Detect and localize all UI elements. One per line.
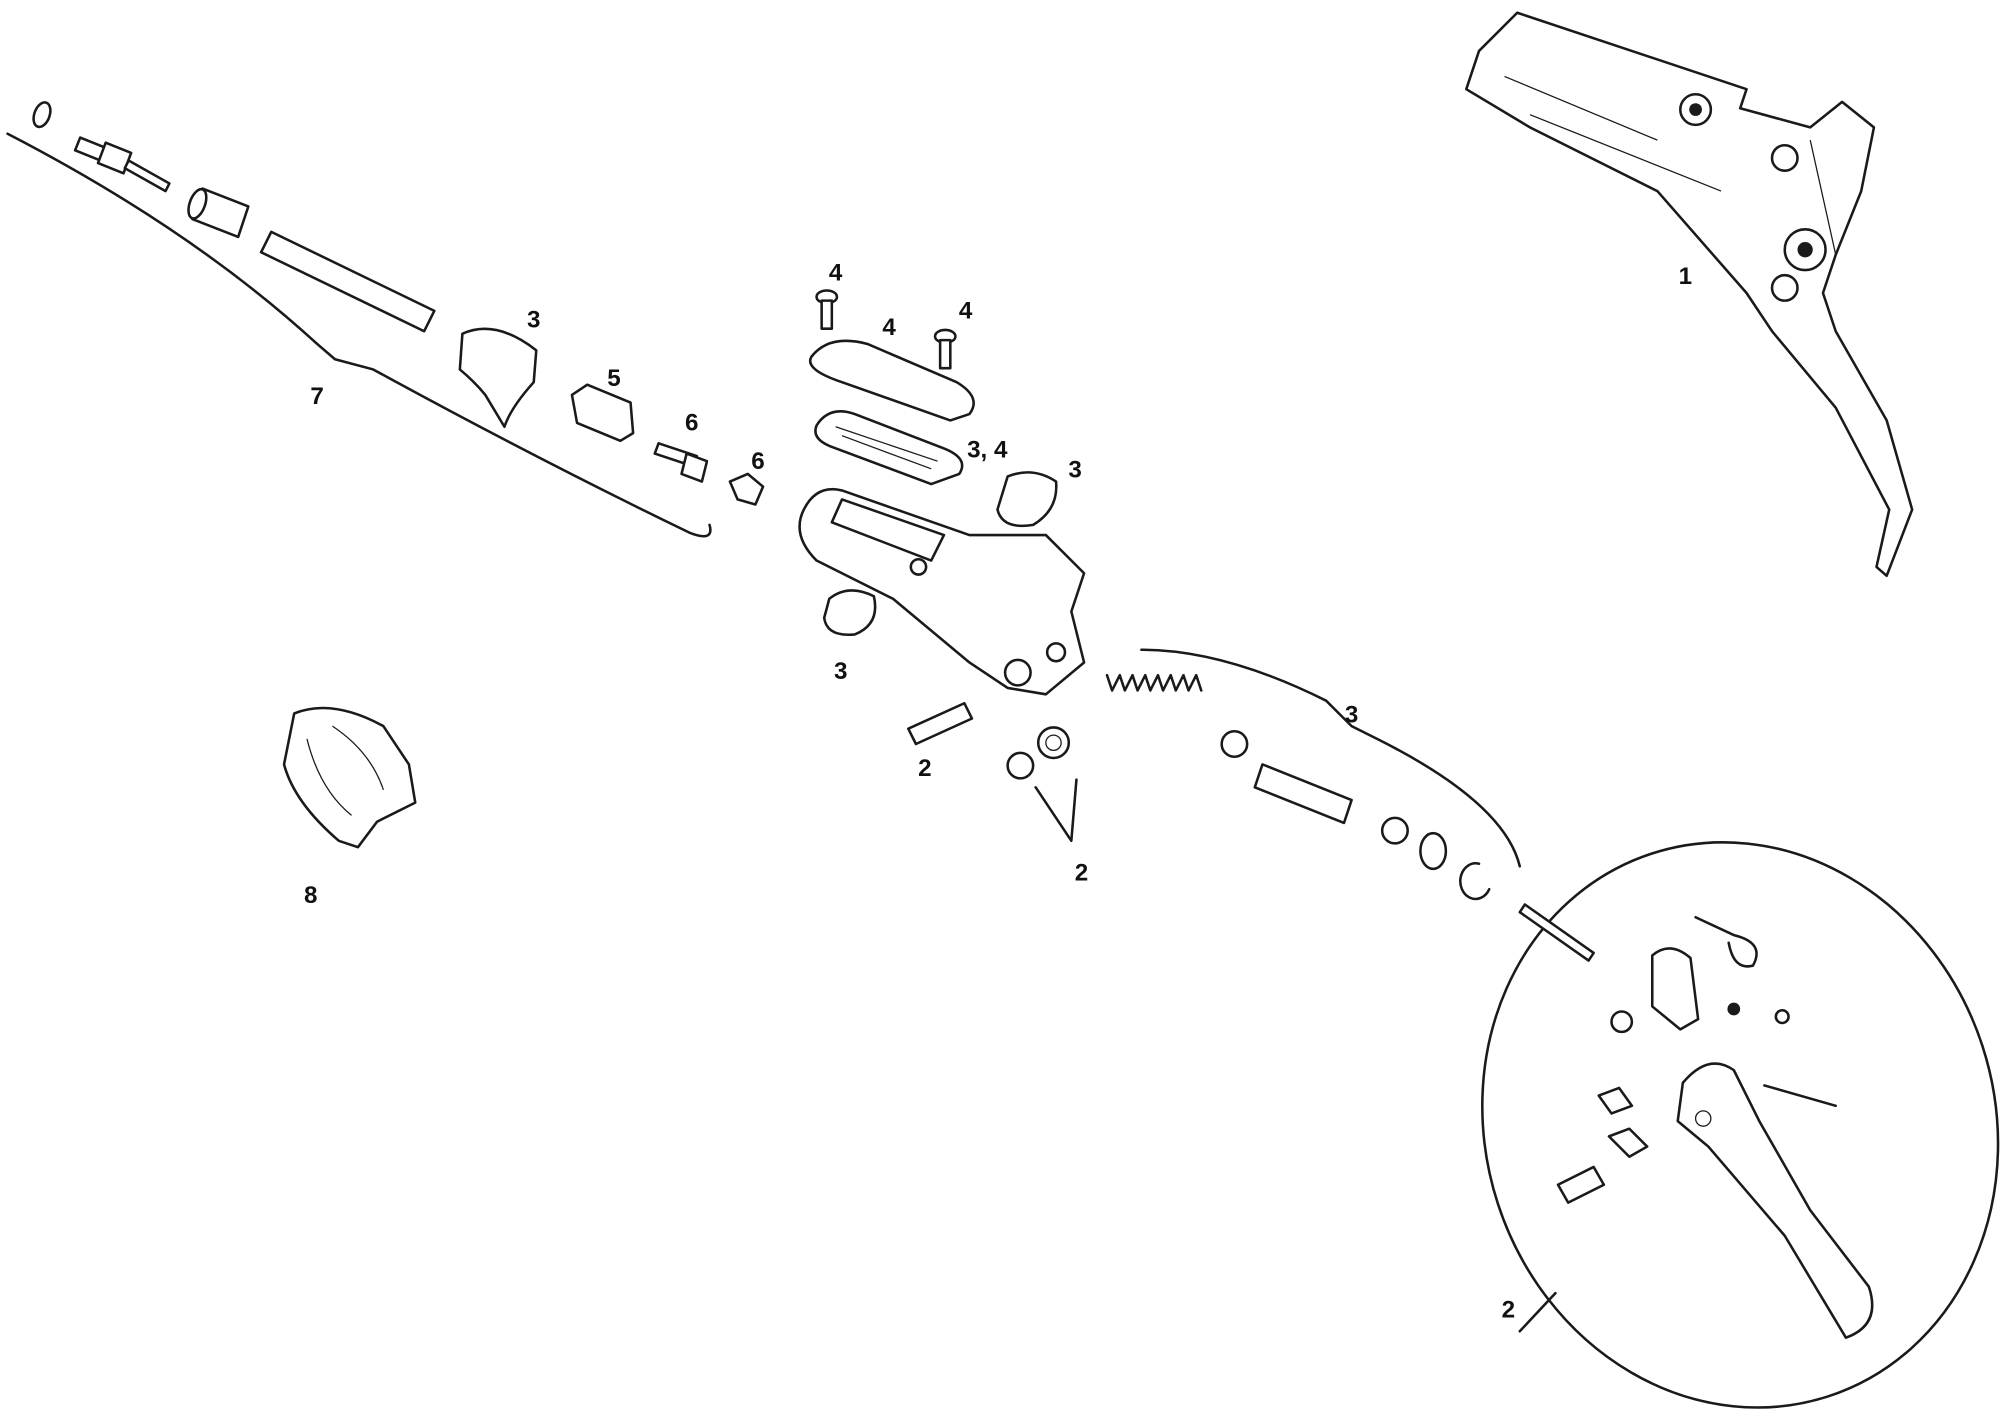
- piston-kit-brace: [1140, 648, 1522, 868]
- bleed-fitting: [728, 472, 765, 506]
- detail-circle: [1481, 841, 2000, 1409]
- callout-7: 7: [310, 383, 323, 410]
- adjuster-knob: [1597, 1086, 1634, 1115]
- hose-clip: [458, 327, 538, 429]
- cover-bolt: [815, 289, 839, 330]
- bleed-port: [822, 589, 877, 637]
- callout-3-4: 3, 4: [967, 436, 1008, 463]
- pin: [1518, 903, 1595, 962]
- lever-blade: [1676, 1062, 1874, 1339]
- o-ring: [32, 101, 52, 129]
- callout-6: 6: [685, 410, 698, 437]
- lever-assembly: [1464, 11, 1914, 578]
- callout-4: 4: [882, 314, 896, 341]
- circlip: [1459, 862, 1491, 901]
- barb-fitting: [73, 136, 171, 193]
- callout-3: 3: [1068, 457, 1081, 484]
- bushings: [1006, 726, 1078, 843]
- compression-nut: [570, 383, 635, 443]
- callout-1: 1: [1679, 263, 1692, 290]
- clip: [1607, 1127, 1649, 1159]
- callout-labels: 1 7 3 5 6 6 4 4 4 3, 4 3 3 3 2 2 8 2: [304, 259, 1692, 1323]
- callout-3: 3: [527, 306, 540, 333]
- hose-kit: [6, 101, 765, 538]
- barrel-nut: [1556, 1165, 1606, 1204]
- callout-4: 4: [829, 259, 843, 286]
- callout-6: 6: [751, 448, 764, 475]
- callout-2: 2: [1502, 1296, 1515, 1323]
- pivot-pin: [907, 701, 974, 746]
- callout-8: 8: [304, 882, 317, 909]
- reservoir-cover: [808, 339, 975, 422]
- spring-clip: [1694, 915, 1758, 968]
- master-cylinder-body: [798, 471, 1086, 696]
- callout-4: 4: [959, 297, 973, 324]
- bleed-screw: [653, 442, 709, 483]
- callout-2: 2: [1075, 859, 1088, 886]
- reservoir-cover-group: [808, 289, 975, 486]
- clamp: [282, 706, 417, 849]
- callout-5: 5: [607, 365, 620, 392]
- callout-2: 2: [918, 755, 931, 782]
- reach-screw: [1763, 1084, 1837, 1108]
- cam: [1650, 947, 1700, 1031]
- diaphragm: [814, 410, 964, 486]
- spring: [1105, 673, 1203, 692]
- cover-bolt: [933, 328, 957, 370]
- bleed-port: [996, 471, 1058, 528]
- callout-3: 3: [834, 658, 847, 685]
- callout-3: 3: [1345, 701, 1358, 728]
- lever-blade-kit: [1481, 841, 2000, 1409]
- hose-brace: [6, 132, 712, 538]
- hose-segment: [259, 230, 436, 333]
- piston-kit: [1105, 648, 1522, 901]
- piston: [1253, 763, 1353, 825]
